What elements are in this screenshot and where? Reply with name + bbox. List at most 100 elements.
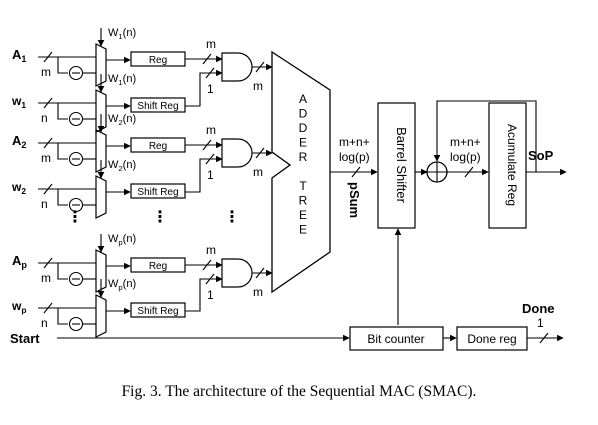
input-width-ap: m — [41, 271, 51, 285]
and-width-m: m — [253, 79, 263, 93]
bus-width-slash — [43, 183, 53, 195]
barrel-shifter — [377, 102, 416, 229]
adder-tree-letter: T — [299, 179, 307, 193]
psum-width-1: m+n+ — [339, 135, 370, 149]
mux-select-label-w2-tail: (n) — [123, 159, 136, 171]
barrel-shifter-label: Barrel Shifter — [394, 127, 409, 204]
shift-width-one: 1 — [207, 168, 214, 182]
mux-select-label-a2-tail: (n) — [123, 113, 136, 125]
input-label-w2: w2 — [11, 180, 26, 196]
and-gate-3 — [221, 258, 253, 288]
reg-label: Reg — [149, 141, 167, 152]
adder-tree-letter: A — [299, 92, 307, 106]
delay-circle — [68, 111, 84, 127]
input-label-w2-base: w — [11, 180, 22, 194]
mux-select-label-a2: W2(n) — [108, 113, 136, 127]
input-label-wp-base: w — [11, 299, 22, 313]
bus-width-slash — [205, 273, 215, 285]
bus-width-slash — [255, 61, 265, 73]
loop-wire — [57, 189, 68, 206]
accumulate-reg-label: Acumulate Reg — [505, 124, 519, 206]
and-gate-1 — [221, 52, 253, 82]
done-label: Done — [522, 301, 555, 316]
adder-tree-letter: R — [299, 194, 308, 208]
bit-counter-label: Bit counter — [367, 332, 424, 346]
bus-width-slash — [255, 267, 265, 279]
reg-width-m: m — [206, 123, 216, 137]
mux-select-label-a2-base: W — [108, 113, 119, 125]
figure-caption: Fig. 3. The architecture of the Sequenti… — [121, 383, 477, 400]
mux-select-label-w2-base: W — [108, 159, 119, 171]
and-width-m: m — [253, 285, 263, 299]
reg-label: Reg — [149, 55, 167, 66]
shift-reg-w1 — [130, 97, 186, 113]
input-label-ap: Ap — [12, 253, 27, 270]
adder-tree — [271, 50, 331, 294]
mux-wp — [95, 294, 107, 338]
shift-reg-label: Shift Reg — [137, 187, 178, 198]
bus-width-slash — [202, 53, 212, 65]
ellipsis-3: ⋮ — [224, 209, 240, 226]
mux-w1 — [95, 89, 107, 133]
shift-reg-w2 — [130, 183, 186, 199]
mux-select-label-w2: W2(n) — [108, 159, 136, 173]
input-label-a1-base: A — [12, 47, 22, 62]
mux-select-label-w1-base: W — [108, 73, 119, 85]
loop-wire — [57, 103, 68, 120]
mux-select-label-a2-sub: 2 — [118, 118, 122, 127]
bus-width-slash — [43, 137, 53, 149]
mux-select-label-wp-base: W — [108, 278, 119, 290]
shift-reg-label: Shift Reg — [137, 306, 178, 317]
input-label-wp-sub: p — [21, 305, 26, 315]
input-label-a1: A1 — [12, 47, 26, 64]
bus-width-slash — [43, 97, 53, 109]
mux-select-label-a1-tail: (n) — [123, 27, 136, 39]
negate-circle — [68, 271, 84, 287]
reg-width-m: m — [206, 243, 216, 257]
input-label-wp: wp — [11, 299, 26, 315]
sop-label: SoP — [528, 148, 554, 163]
mux-w2 — [95, 175, 107, 219]
accumulate-reg — [488, 102, 527, 229]
bus-width-slash — [539, 332, 549, 344]
bus-width-slash — [202, 259, 212, 271]
acc-width-1: m+n+ — [450, 135, 481, 149]
input-width-w2: n — [41, 197, 48, 211]
input-label-w1-sub: 1 — [21, 100, 26, 110]
bus-width-slash — [205, 153, 215, 165]
start-label: Start — [10, 331, 40, 346]
adder-tree-letter: E — [299, 136, 307, 150]
mux-select-label-ap: Wp(n) — [108, 233, 136, 247]
psum-label: pSum — [347, 182, 362, 218]
adder-tree-letter: R — [299, 150, 308, 164]
psum-width-2: log(p) — [339, 150, 370, 164]
loop-wire — [57, 143, 68, 160]
input-label-a2-base: A — [12, 133, 22, 148]
ellipsis-1: ⋮ — [67, 209, 83, 226]
mux-select-label-a1-sub: 1 — [118, 32, 122, 41]
shift-reg-label: Shift Reg — [137, 101, 178, 112]
input-width-w1: n — [41, 111, 48, 125]
bus-width-slash — [351, 166, 361, 178]
mux-select-label-w2-sub: 2 — [118, 164, 122, 173]
negate-circle — [68, 151, 84, 167]
loop-wire — [57, 308, 68, 325]
input-label-w2-sub: 2 — [21, 186, 26, 196]
and-gate-2 — [221, 138, 253, 168]
shift-to-and-wire — [185, 155, 223, 193]
mux-select-label-ap-tail: (n) — [123, 233, 136, 245]
accumulate-feedback-wire — [433, 100, 537, 172]
mux-select-label-w1-tail: (n) — [123, 73, 136, 85]
adder-tree-letter: E — [299, 223, 307, 237]
shift-reg-wp — [130, 302, 186, 318]
ellipsis-2: ⋮ — [152, 209, 168, 226]
loop-wire — [57, 263, 68, 280]
mux-ap — [95, 249, 107, 293]
done-width-one: 1 — [537, 316, 544, 330]
